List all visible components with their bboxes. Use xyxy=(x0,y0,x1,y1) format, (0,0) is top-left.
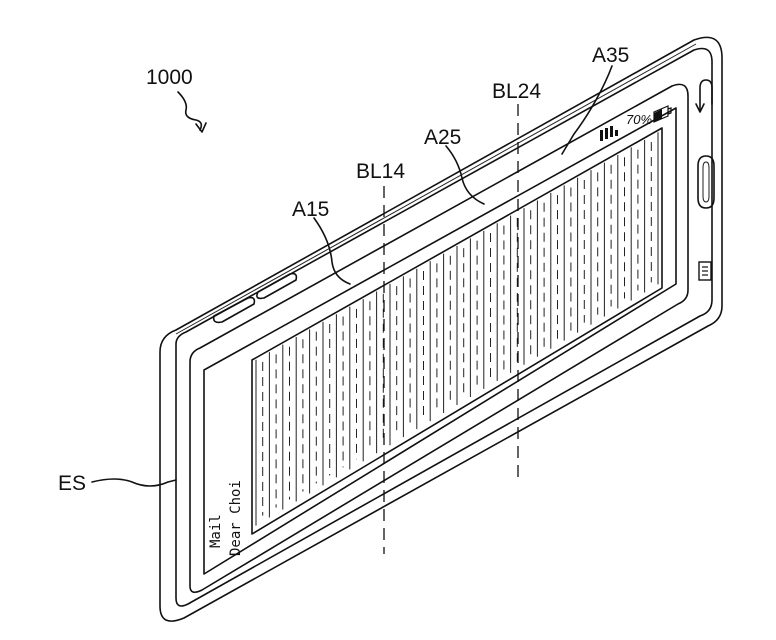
label-a15: A15 xyxy=(292,198,329,221)
leader-a35 xyxy=(561,65,613,155)
leader-1000 xyxy=(177,91,203,131)
mail-heading: Mail xyxy=(208,514,224,548)
menu-icon[interactable] xyxy=(698,261,712,281)
top-edge-line xyxy=(175,43,697,335)
display-outline xyxy=(203,107,677,575)
label-bl14: BL14 xyxy=(356,160,405,183)
leader-1000-arrow xyxy=(195,122,207,133)
label-bl24: BL24 xyxy=(492,80,541,103)
back-arrow-icon[interactable] xyxy=(695,79,713,113)
leader-a25 xyxy=(445,145,485,205)
home-button-icon[interactable] xyxy=(697,155,715,209)
mail-salutation: Dear Choi xyxy=(228,480,244,556)
device-edge xyxy=(175,47,713,607)
device-outer-shell xyxy=(159,36,723,622)
leader-a15 xyxy=(313,217,351,285)
text-columns xyxy=(255,132,659,526)
label-es: ES xyxy=(58,472,86,495)
mail-panel xyxy=(251,127,663,535)
label-a25: A25 xyxy=(424,126,461,149)
label-1000: 1000 xyxy=(146,66,193,89)
volume-buttons[interactable] xyxy=(212,272,298,324)
battery-percent: 70% xyxy=(626,112,652,127)
battery-icon xyxy=(653,105,672,123)
front-face xyxy=(189,83,689,594)
signal-icon xyxy=(600,126,618,141)
leader-es xyxy=(91,478,177,487)
label-a35: A35 xyxy=(592,44,629,67)
